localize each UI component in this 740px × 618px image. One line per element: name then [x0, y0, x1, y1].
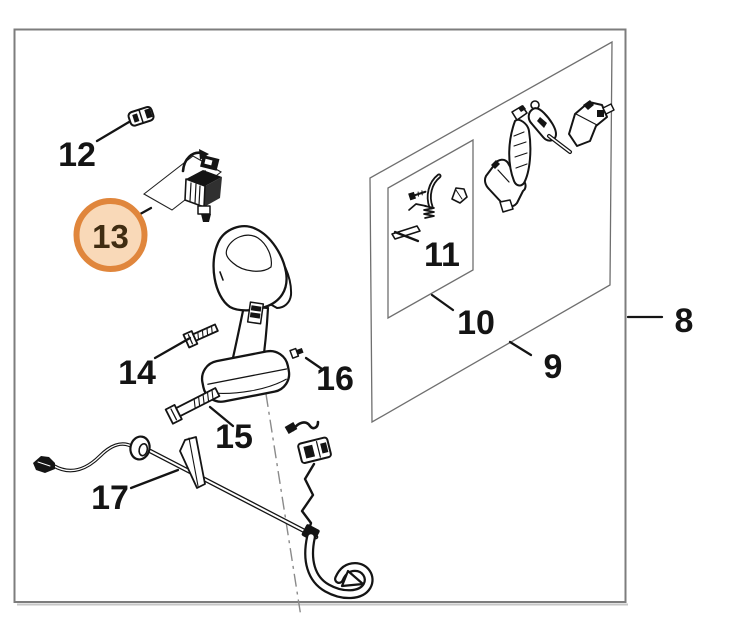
- part-12-connector-drawing: [127, 105, 155, 127]
- callout-14[interactable]: 14: [118, 354, 156, 392]
- callout-16[interactable]: 16: [316, 360, 354, 398]
- assembly-panel-10: [387, 138, 474, 320]
- leader-9: [508, 340, 533, 357]
- assembly-centerline: [265, 393, 302, 618]
- leader-11: [393, 230, 420, 243]
- diagram-frame: [13, 28, 627, 603]
- part-17-cable-assembly-drawing: [33, 420, 374, 600]
- part-14-screw-drawing: [182, 323, 219, 349]
- leader-12: [95, 120, 131, 143]
- callout-10[interactable]: 10: [457, 304, 495, 342]
- callout-9[interactable]: 9: [544, 348, 563, 386]
- leader-15: [208, 405, 235, 428]
- part-16-screw-drawing: [289, 347, 304, 359]
- hotspot-13-circle[interactable]: [73, 198, 148, 272]
- throttle-trigger-parts-drawing: [484, 100, 615, 213]
- leader-16: [304, 356, 324, 371]
- callout-11[interactable]: 11: [424, 236, 460, 274]
- leader-17: [129, 468, 180, 490]
- handle-housing-drawing: [200, 225, 293, 403]
- callout-15[interactable]: 15: [215, 418, 253, 456]
- part-13-outline: [143, 155, 222, 211]
- callout-8[interactable]: 8: [675, 302, 694, 340]
- callout-13[interactable]: 13: [92, 218, 129, 255]
- part-11-small-parts-drawing: [391, 173, 468, 240]
- hotspot-13[interactable]: 13: [73, 198, 148, 272]
- leader-lines: [95, 120, 664, 490]
- part-15-bolt-drawing: [164, 387, 221, 425]
- leader-10: [430, 293, 455, 312]
- callout-12[interactable]: 12: [58, 136, 96, 174]
- assembly-panel-9: [369, 40, 613, 424]
- callout-17[interactable]: 17: [91, 479, 129, 517]
- part-13-switch-drawing: [184, 170, 222, 222]
- leader-14: [153, 336, 192, 360]
